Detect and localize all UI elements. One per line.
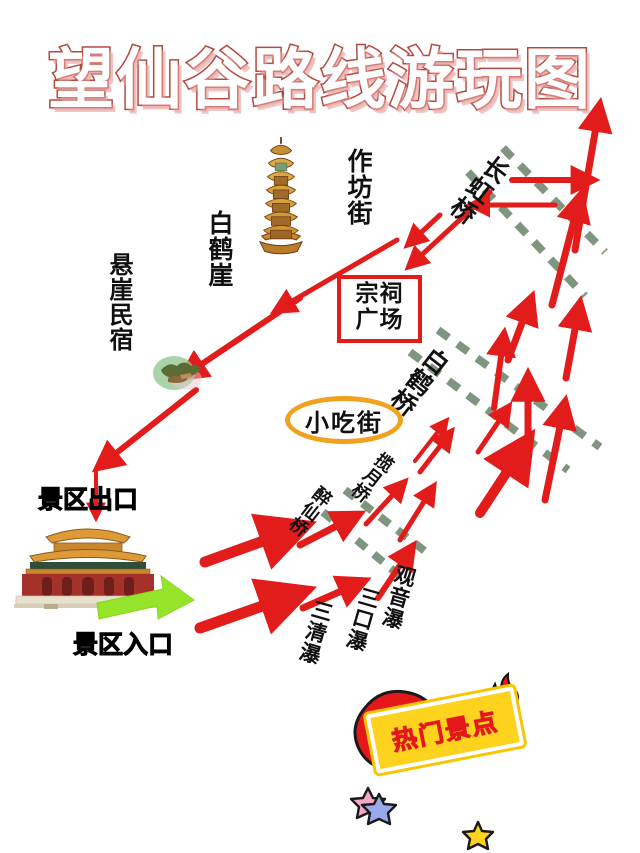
xiaochijie-text: 小吃街	[305, 408, 383, 437]
star-pink-icon	[349, 786, 387, 820]
zongci-line: 宗祠广场	[355, 281, 404, 333]
map-title-wrapper: 望仙谷路线游玩图	[0, 26, 640, 122]
label-jingqu-rukou: 景区入口	[72, 630, 174, 660]
label-sankoupu: 三口瀑	[341, 583, 383, 655]
star-yellow-icon	[461, 820, 495, 851]
label-guanyinpu: 观音瀑	[377, 561, 419, 633]
label-jingqu-chukou: 景区出口	[37, 485, 139, 515]
label-zuixianqiao: 醉仙桥	[283, 481, 336, 540]
label-changhongqiao: 长虹桥	[443, 149, 515, 229]
page-title: 望仙谷路线游玩图	[47, 40, 592, 120]
hot-spot-badge[interactable]: 热门景点	[365, 686, 525, 774]
label-lanyueqiao: 揽月桥	[345, 447, 398, 506]
label-sanqingpu: 三清瀑	[294, 596, 336, 668]
label-xiaochijie: 小吃街	[285, 396, 403, 444]
label-xuanya-minsu: 悬崖民宿	[104, 252, 133, 352]
label-zongci-guangchang: 宗祠广场	[337, 275, 422, 343]
hot-spot-badge-label: 热门景点	[389, 706, 502, 757]
star-blue-icon	[360, 792, 398, 826]
label-baiheya: 白鹤崖	[205, 210, 234, 288]
label-zuofangjie: 作坊街	[344, 148, 373, 226]
